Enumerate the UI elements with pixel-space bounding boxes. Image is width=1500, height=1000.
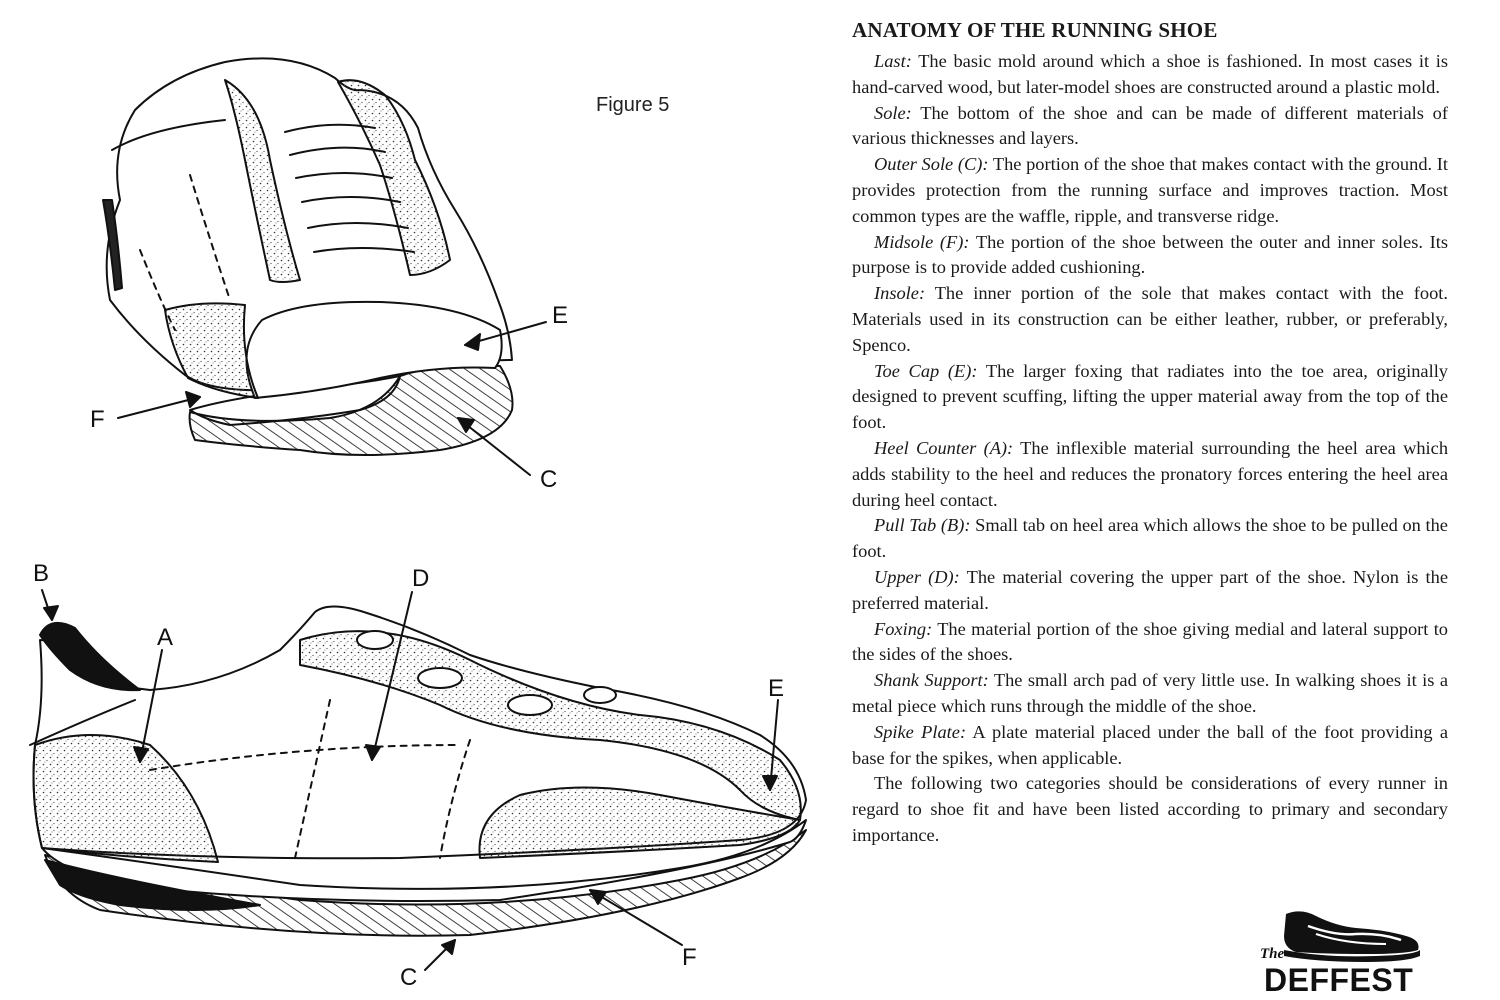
entry-term: Shank Support: [874,670,989,690]
entry-insole: Insole: The inner portion of the sole th… [852,281,1448,358]
top-shoe-label-e: E [552,302,568,330]
logo-the: The [1260,946,1284,963]
article-title: ANATOMY OF THE RUNNING SHOE [852,18,1448,43]
bottom-shoe-label-d: D [412,565,429,593]
entry-term: Insole: [874,283,925,303]
bottom-shoe-label-e: E [768,675,784,703]
entry-spike-plate: Spike Plate: A plate material placed und… [852,720,1448,772]
bottom-shoe-label-b: B [33,560,49,588]
entry-text: The inner portion of the sole that makes… [852,283,1448,355]
entry-last: Last: The basic mold around which a shoe… [852,49,1448,101]
bottom-shoe-label-f: F [682,944,697,972]
entry-term: Spike Plate: [874,722,966,742]
closing-paragraph: The following two categories should be c… [852,771,1448,848]
entry-upper: Upper (D): The material covering the upp… [852,565,1448,617]
figure-area: Figure 5 E F C B A D E C F [0,0,835,1000]
entry-term: Heel Counter (A): [874,438,1013,458]
entry-shank-support: Shank Support: The small arch pad of ver… [852,668,1448,720]
logo-wordmark: DEFFEST [1264,962,1413,999]
bottom-shoe-label-c: C [400,964,417,992]
article-column: ANATOMY OF THE RUNNING SHOE Last: The ba… [852,18,1448,849]
entry-term: Sole: [874,103,912,123]
top-shoe-label-f: F [90,406,105,434]
entry-term: Foxing: [874,619,932,639]
entry-term: Toe Cap (E): [874,361,978,381]
entry-term: Outer Sole (C): [874,154,989,174]
entry-heel-counter: Heel Counter (A): The inflexible materia… [852,436,1448,513]
shoe-illustrations [0,0,835,1000]
bottom-shoe-label-a: A [157,624,173,652]
entry-text: The bottom of the shoe and can be made o… [852,103,1448,149]
bottom-shoe-drawing [30,590,806,970]
entry-term: Pull Tab (B): [874,515,970,535]
entry-outer-sole: Outer Sole (C): The portion of the shoe … [852,152,1448,229]
entry-text: The basic mold around which a shoe is fa… [852,51,1448,97]
entry-toe-cap: Toe Cap (E): The larger foxing that radi… [852,359,1448,436]
entry-foxing: Foxing: The material portion of the shoe… [852,617,1448,669]
entry-term: Midsole (F): [874,232,970,252]
top-shoe-drawing [103,58,546,475]
deffest-logo: The DEFFEST [1256,906,1426,996]
figure-caption: Figure 5 [596,94,669,117]
entry-term: Last: [874,51,912,71]
entry-text: The material portion of the shoe giving … [852,619,1448,665]
entry-pull-tab: Pull Tab (B): Small tab on heel area whi… [852,513,1448,565]
entry-midsole: Midsole (F): The portion of the shoe bet… [852,230,1448,282]
entry-sole: Sole: The bottom of the shoe and can be … [852,101,1448,153]
top-shoe-label-c: C [540,466,557,494]
entry-term: Upper (D): [874,567,960,587]
